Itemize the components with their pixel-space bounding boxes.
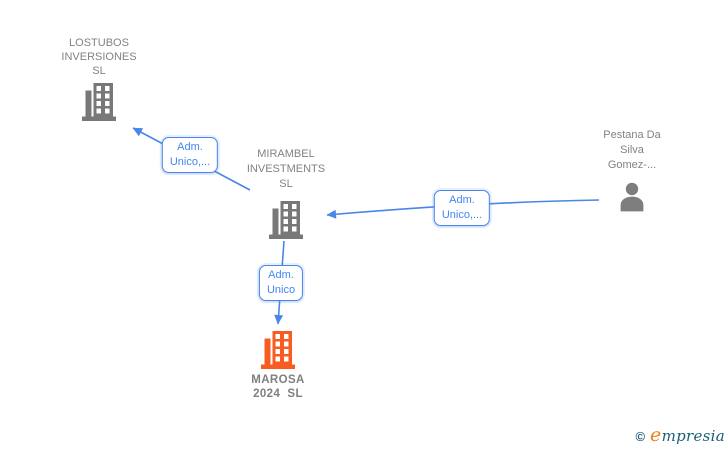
label-line: 2024 SL (253, 388, 303, 400)
company-name: LOSTUBOS INVERSIONES SL (29, 36, 169, 78)
edge-label-line: Adm. (177, 141, 203, 153)
edge-label-adm-unico-3[interactable]: Adm. Unico (258, 265, 304, 301)
brand-first-letter: e (650, 424, 662, 446)
label-line: Pestana Da (603, 129, 661, 141)
edge-label-line: Unico (266, 284, 296, 296)
label-line: LOSTUBOS (69, 37, 129, 49)
brand-wordmark: empresia (650, 424, 725, 446)
copyright-symbol: © (635, 429, 646, 444)
edge-label-line: Adm. (449, 194, 475, 206)
label-line: Gomez-... (607, 159, 657, 171)
edge-label-adm-unico-1[interactable]: Adm. Unico,... (161, 137, 219, 173)
person-name: Pestana Da Silva Gomez-... (562, 128, 702, 173)
building-icon (82, 83, 116, 121)
building-icon (269, 201, 303, 239)
building-icon (261, 331, 295, 369)
node-marosa-2024-sl[interactable]: MAROSA 2024 SL (208, 331, 348, 401)
label-line: Silva (620, 144, 644, 156)
node-pestana-da-silva-gomez[interactable]: Pestana Da Silva Gomez-... (562, 128, 702, 212)
edge-label-adm-unico-2[interactable]: Adm. Unico,... (433, 190, 491, 226)
person-icon (620, 182, 644, 212)
label-line: INVERSIONES (61, 51, 137, 63)
edge-label-line: Adm. (268, 269, 294, 281)
edge-label-line: Unico,... (169, 156, 211, 168)
brand-rest: mpresia (661, 427, 725, 445)
edge-label-line: Unico,... (441, 209, 483, 221)
label-line: INVESTMENTS (246, 163, 326, 175)
label-line: MAROSA (251, 374, 305, 386)
node-mirambel-investments-sl[interactable]: MIRAMBEL INVESTMENTS SL (216, 147, 356, 239)
empresia-logo[interactable]: © empresia (635, 424, 725, 446)
label-line: SL (279, 178, 293, 190)
label-line: MIRAMBEL (257, 148, 315, 160)
label-line: SL (92, 65, 106, 77)
company-name: MIRAMBEL INVESTMENTS SL (216, 147, 356, 192)
node-lostubos-inversiones-sl[interactable]: LOSTUBOS INVERSIONES SL (29, 36, 169, 121)
company-name: MAROSA 2024 SL (208, 373, 348, 401)
